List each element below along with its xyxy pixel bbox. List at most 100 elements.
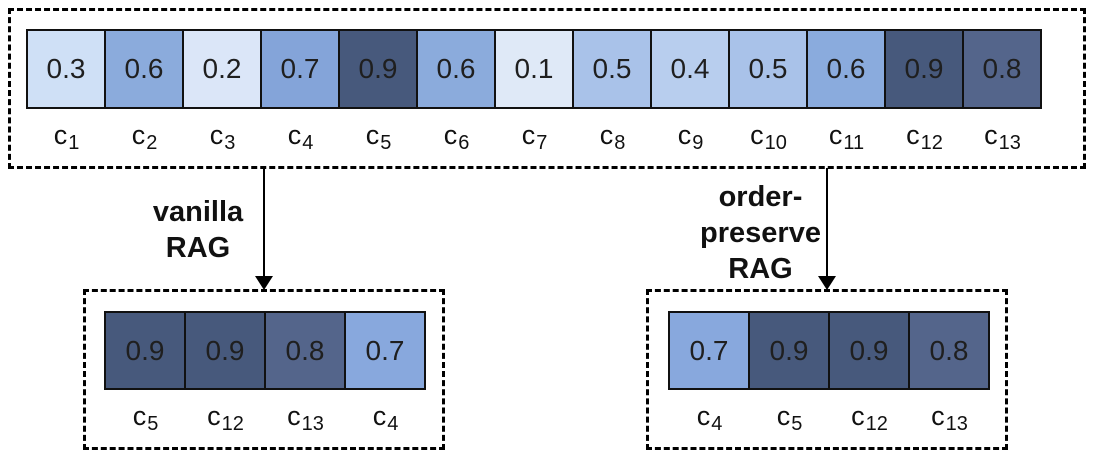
score-box: 0.8 (264, 311, 346, 390)
order-preserve-rag-result-row: 0.7 c4 0.9 c5 0.9 c12 0.8 c13 (668, 311, 990, 435)
chunk-label-base: c (372, 401, 387, 431)
chunk-label-base: c (599, 120, 614, 150)
chunk-label-subscript: 1 (68, 132, 80, 154)
chunk-label-subscript: 3 (224, 132, 236, 154)
order-preserve-rag-label: order- preserve RAG (700, 181, 821, 285)
chunk-label: c3 (209, 120, 236, 154)
chunk-label-subscript: 5 (147, 413, 159, 435)
score-box: 0.9 (104, 311, 186, 390)
chunk-label: c7 (521, 120, 548, 154)
chunk-score-row: 0.3 c1 0.6 c2 0.2 c3 0.7 c4 0.9 c5 0.6 c… (26, 29, 1042, 154)
chunk-label-subscript: 4 (711, 413, 723, 435)
chunk-label-subscript: 4 (302, 132, 314, 154)
vanilla-rag-result-row: 0.9 c5 0.9 c12 0.8 c13 0.7 c4 (104, 311, 426, 435)
chunk-label-subscript: 5 (380, 132, 392, 154)
chunk-label-base: c (828, 120, 843, 150)
chunk-label-subscript: 7 (536, 132, 548, 154)
chunk-label-base: c (696, 401, 711, 431)
chunk-label-base: c (209, 120, 224, 150)
chunk-label-subscript: 13 (998, 132, 1021, 154)
chunk-c12: 0.9 c12 (884, 29, 964, 154)
score-box: 0.5 (572, 29, 652, 109)
selected-chunk-c12: 0.9 c12 (828, 311, 910, 435)
chunk-label-subscript: 5 (791, 413, 803, 435)
chunk-label: c12 (207, 401, 244, 435)
chunk-label-base: c (521, 120, 536, 150)
chunk-c11: 0.6 c11 (806, 29, 886, 154)
chunk-c2: 0.6 c2 (104, 29, 184, 154)
chunk-label: c13 (287, 401, 324, 435)
chunk-c10: 0.5 c10 (728, 29, 808, 154)
chunk-label: c10 (750, 120, 787, 154)
score-box: 0.6 (104, 29, 184, 109)
vanilla-rag-arrow (255, 168, 273, 290)
score-box: 0.8 (908, 311, 990, 390)
arrow-line (826, 168, 828, 276)
chunk-label-subscript: 12 (865, 413, 888, 435)
chunk-label-subscript: 9 (692, 132, 704, 154)
chunk-label-base: c (851, 401, 865, 431)
chunk-label-base: c (931, 401, 945, 431)
order-preserve-rag-arrow (818, 168, 836, 290)
chunk-label-base: c (984, 120, 998, 150)
chunk-label: c9 (677, 120, 704, 154)
chunk-label-base: c (132, 401, 147, 431)
chunk-label-subscript: 10 (764, 132, 787, 154)
score-box: 0.9 (748, 311, 830, 390)
chunk-label-base: c (207, 401, 221, 431)
chunk-label: c12 (851, 401, 888, 435)
selected-chunk-c13: 0.8 c13 (908, 311, 990, 435)
chunk-label: c11 (828, 120, 865, 154)
chunk-label-base: c (677, 120, 692, 150)
chunk-c5: 0.9 c5 (338, 29, 418, 154)
chunk-label-base: c (365, 120, 380, 150)
chunk-c4: 0.7 c4 (260, 29, 340, 154)
chunk-c1: 0.3 c1 (26, 29, 106, 154)
arrow-line (263, 168, 265, 276)
selected-chunk-c5: 0.9 c5 (104, 311, 186, 435)
chunk-label-subscript: 12 (221, 413, 244, 435)
down-arrow-icon (818, 276, 836, 290)
score-box: 0.8 (962, 29, 1042, 109)
selected-chunk-c5: 0.9 c5 (748, 311, 830, 435)
score-box: 0.6 (416, 29, 496, 109)
chunk-c9: 0.4 c9 (650, 29, 730, 154)
chunk-label: c8 (599, 120, 626, 154)
chunk-label-base: c (287, 120, 302, 150)
selected-chunk-c12: 0.9 c12 (184, 311, 266, 435)
selected-chunk-c4: 0.7 c4 (344, 311, 426, 435)
chunk-label-base: c (131, 120, 146, 150)
vanilla-rag-result-box (83, 289, 445, 450)
chunk-label-base: c (776, 401, 791, 431)
chunk-label: c13 (931, 401, 968, 435)
chunk-label: c5 (776, 401, 803, 435)
score-box: 0.1 (494, 29, 574, 109)
chunk-label: c5 (132, 401, 159, 435)
score-box: 0.9 (184, 311, 266, 390)
chunk-label: c4 (696, 401, 723, 435)
all-chunks-box (8, 8, 1086, 169)
chunk-label-subscript: 4 (387, 413, 399, 435)
chunk-label-subscript: 2 (146, 132, 158, 154)
chunk-label: c4 (372, 401, 399, 435)
chunk-label: c5 (365, 120, 392, 154)
chunk-c3: 0.2 c3 (182, 29, 262, 154)
score-box: 0.9 (828, 311, 910, 390)
chunk-label: c6 (444, 120, 470, 154)
down-arrow-icon (255, 276, 273, 290)
vanilla-rag-label: vanilla RAG (152, 196, 244, 264)
chunk-label-base: c (53, 120, 68, 150)
score-box: 0.4 (650, 29, 730, 109)
chunk-label-base: c (287, 401, 301, 431)
chunk-label: c1 (53, 120, 80, 154)
order-preserve-rag-result-box (646, 289, 1008, 450)
chunk-label-subscript: 12 (920, 132, 943, 154)
chunk-label-subscript: 8 (614, 132, 626, 154)
score-box: 0.7 (260, 29, 340, 109)
selected-chunk-c13: 0.8 c13 (264, 311, 346, 435)
chunk-label-subscript: 11 (843, 132, 865, 154)
chunk-label-base: c (750, 120, 764, 150)
score-box: 0.9 (884, 29, 964, 109)
score-box: 0.3 (26, 29, 106, 109)
